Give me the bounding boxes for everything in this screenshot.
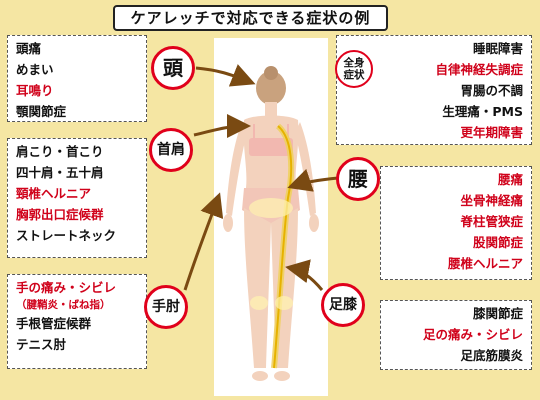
symptom-item: 耳鳴り (16, 83, 54, 98)
symptom-box-head: 頭痛めまい耳鳴り顎関節症 (7, 35, 147, 122)
symptom-item: 腰椎ヘルニア (447, 256, 523, 271)
symptom-box-hand-elbow: 手の痛み・シビレ （腱鞘炎・ばね指） 手根管症候群テニス肘 (7, 274, 147, 369)
arrow-neck (193, 114, 251, 139)
symptom-item: 足の痛み・シビレ (422, 327, 523, 342)
symptom-item: 睡眠障害 (472, 41, 523, 56)
symptom-item: 坐骨神経痛 (460, 193, 523, 208)
symptom-item: 胸郭出口症候群 (16, 207, 104, 222)
symptom-item: 顎関節症 (16, 104, 67, 119)
symptom-item: 生理痛・PMS (442, 104, 523, 119)
symptom-item: 頭痛 (16, 41, 42, 56)
symptom-item: 四十肩・五十肩 (16, 165, 104, 180)
arrow-leg (285, 259, 324, 291)
symptom-item: 脊柱管狭症 (460, 214, 523, 229)
label-circle-whole-body: 全身 症状 (335, 50, 373, 88)
symptom-item: 膝関節症 (472, 306, 523, 321)
symptom-item: テニス肘 (16, 337, 67, 352)
label-circle-leg-knee: 足膝 (321, 283, 365, 327)
symptom-item: 頸椎ヘルニア (16, 186, 92, 201)
symptom-box-leg-knee: 膝関節症足の痛み・シビレ足底筋膜炎 (380, 300, 532, 370)
symptom-item: めまい (16, 62, 54, 77)
body-figure-panel (214, 38, 328, 396)
symptom-item: 足底筋膜炎 (460, 348, 523, 363)
symptom-box-whole-body: 睡眠障害自律神経失調症胃腸の不調生理痛・PMS 更年期障害 (336, 35, 532, 145)
symptom-box-waist: 腰痛坐骨神経痛脊柱管狭症股関節症腰椎ヘルニア (380, 166, 532, 280)
diagram-title: ケアレッチで対応できる症状の例 (113, 5, 388, 31)
symptom-box-neck-shoulder: 肩こり・首こり四十肩・五十肩頸椎ヘルニア胸郭出口症候群ストレートネック (7, 138, 147, 258)
symptom-item: 胃腸の不調 (460, 83, 523, 98)
symptom-item: 股関節症 (472, 235, 523, 250)
arrow-waist (287, 168, 339, 192)
symptom-item: （腱鞘炎・ばね指） (16, 299, 111, 311)
label-circle-head: 頭 (151, 46, 195, 90)
symptom-item: 手の痛み・シビレ (16, 280, 117, 295)
symptom-item: 更年期障害 (460, 125, 523, 140)
label-circle-neck-shoulder: 首肩 (149, 128, 193, 172)
symptom-item: 自律神経失調症 (435, 62, 523, 77)
symptom-item: ストレートネック (16, 228, 117, 243)
arrow-arm (183, 192, 224, 291)
label-circle-hand-elbow: 手肘 (144, 285, 188, 329)
symptom-item: 手根管症候群 (16, 316, 92, 331)
body-figure (223, 66, 319, 381)
label-circle-waist: 腰 (336, 157, 380, 201)
arrow-head (195, 64, 256, 87)
symptom-item: 腰痛 (497, 172, 523, 187)
symptom-item: 肩こり・首こり (16, 144, 104, 159)
